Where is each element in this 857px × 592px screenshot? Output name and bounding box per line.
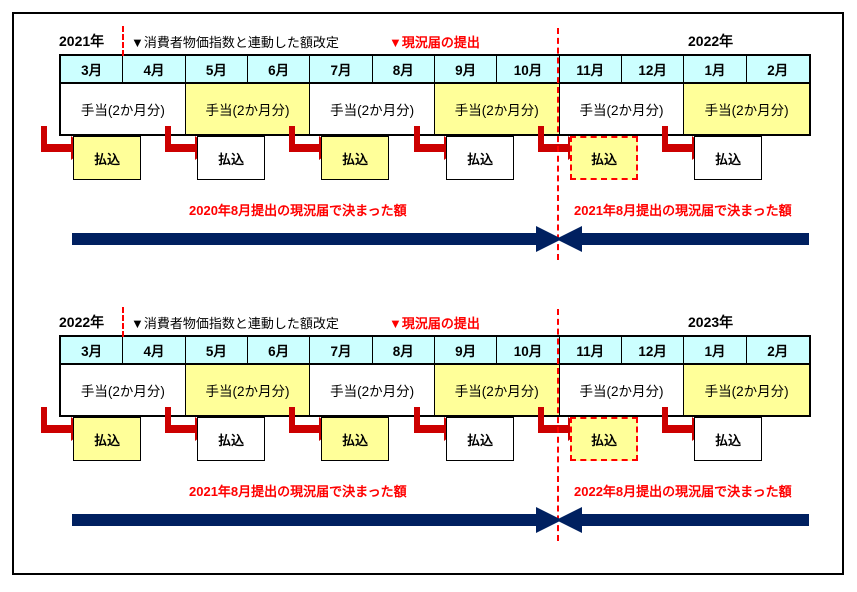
month-header-row: 3月 4月 5月 6月 7月 8月 9月 10月 11月 12月 1月 2月 bbox=[61, 56, 809, 84]
fiscal-year-divider-line bbox=[557, 309, 559, 541]
month-cell-3: 3月 bbox=[61, 56, 124, 84]
month-header-row: 3月 4月 5月 6月 7月 8月 9月 10月 11月 12月 1月 2月 bbox=[61, 337, 809, 365]
payment-row: 払込 払込 払込 払込 払込 払込 bbox=[41, 126, 807, 182]
cpi-revision-marker-line bbox=[122, 307, 124, 337]
month-cell-2: 2月 bbox=[746, 56, 809, 84]
cpi-revision-marker-line bbox=[122, 26, 124, 56]
cpi-revision-annotation: ▼消費者物価指数と連動した額改定 bbox=[131, 35, 339, 50]
month-cell-4: 4月 bbox=[123, 337, 186, 365]
allowance-row: 手当(2か月分) 手当(2か月分) 手当(2か月分) 手当(2か月分) 手当(2… bbox=[61, 365, 809, 415]
payment-box-highlighted: 払込 bbox=[570, 136, 638, 180]
allowance-cell: 手当(2か月分) bbox=[310, 84, 435, 134]
timeline-label-left: 2020年8月提出の現況届で決まった額 bbox=[189, 203, 407, 218]
year-label-right: 2022年 bbox=[688, 33, 734, 49]
payment-box: 払込 bbox=[694, 417, 762, 461]
allowance-cell: 手当(2か月分) bbox=[434, 84, 560, 134]
payment-box: 払込 bbox=[446, 136, 514, 180]
report-submission-annotation: ▼現況届の提出 bbox=[389, 35, 480, 50]
allowance-cell: 手当(2か月分) bbox=[185, 84, 311, 134]
year-label-right: 2023年 bbox=[688, 314, 734, 330]
timeline-label-right: 2022年8月提出の現況届で決まった額 bbox=[574, 484, 792, 499]
timeline-double-arrow-icon bbox=[72, 507, 809, 533]
payment-row: 払込 払込 払込 払込 払込 払込 bbox=[41, 407, 807, 463]
diagram-frame: 2021年 ▼消費者物価指数と連動した額改定 ▼現況届の提出 2022年 3月 … bbox=[12, 12, 844, 575]
month-cell-1: 1月 bbox=[684, 56, 747, 84]
allowance-cell: 手当(2か月分) bbox=[684, 84, 809, 134]
allowance-cell: 手当(2か月分) bbox=[310, 365, 435, 415]
allowance-cell: 手当(2か月分) bbox=[61, 365, 186, 415]
month-grid: 3月 4月 5月 6月 7月 8月 9月 10月 11月 12月 1月 2月 手… bbox=[59, 335, 811, 417]
month-grid: 3月 4月 5月 6月 7月 8月 9月 10月 11月 12月 1月 2月 手… bbox=[59, 54, 811, 136]
month-cell-5: 5月 bbox=[185, 337, 248, 365]
month-cell-8: 8月 bbox=[372, 56, 435, 84]
month-cell-10: 10月 bbox=[497, 56, 560, 84]
report-submission-annotation: ▼現況届の提出 bbox=[389, 316, 480, 331]
month-cell-8: 8月 bbox=[372, 337, 435, 365]
month-cell-7: 7月 bbox=[310, 56, 373, 84]
timeline-section-1: 2021年 ▼消費者物価指数と連動した額改定 ▼現況届の提出 2022年 3月 … bbox=[14, 26, 846, 283]
allowance-cell: 手当(2か月分) bbox=[185, 365, 311, 415]
payment-box-highlighted: 払込 bbox=[570, 417, 638, 461]
year-label-left: 2022年 bbox=[59, 314, 105, 330]
payment-box: 払込 bbox=[73, 136, 141, 180]
month-cell-5: 5月 bbox=[185, 56, 248, 84]
month-cell-10: 10月 bbox=[497, 337, 560, 365]
payment-box: 払込 bbox=[321, 417, 389, 461]
section-1-header: 2021年 ▼消費者物価指数と連動した額改定 ▼現況届の提出 2022年 bbox=[14, 28, 846, 54]
payment-box: 払込 bbox=[694, 136, 762, 180]
month-cell-7: 7月 bbox=[310, 337, 373, 365]
timeline-arrows: 2021年8月提出の現況届で決まった額 2022年8月提出の現況届で決まった額 bbox=[14, 481, 846, 541]
timeline-label-right: 2021年8月提出の現況届で決まった額 bbox=[574, 203, 792, 218]
section-2-header: 2022年 ▼消費者物価指数と連動した額改定 ▼現況届の提出 2023年 bbox=[14, 309, 846, 335]
timeline-section-2: 2022年 ▼消費者物価指数と連動した額改定 ▼現況届の提出 2023年 3月 … bbox=[14, 307, 846, 564]
month-cell-9: 9月 bbox=[434, 56, 498, 84]
timeline-arrows: 2020年8月提出の現況届で決まった額 2021年8月提出の現況届で決まった額 bbox=[14, 200, 846, 260]
payment-box: 払込 bbox=[73, 417, 141, 461]
payment-box: 払込 bbox=[446, 417, 514, 461]
year-label-left: 2021年 bbox=[59, 33, 105, 49]
month-cell-2: 2月 bbox=[746, 337, 809, 365]
timeline-double-arrow-icon bbox=[72, 226, 809, 252]
month-cell-12: 12月 bbox=[621, 337, 685, 365]
allowance-cell: 手当(2か月分) bbox=[61, 84, 186, 134]
payment-box: 払込 bbox=[321, 136, 389, 180]
month-cell-9: 9月 bbox=[434, 337, 498, 365]
month-cell-11: 11月 bbox=[559, 56, 622, 84]
month-cell-6: 6月 bbox=[247, 56, 311, 84]
allowance-cell: 手当(2か月分) bbox=[559, 365, 685, 415]
timeline-label-left: 2021年8月提出の現況届で決まった額 bbox=[189, 484, 407, 499]
payment-box: 払込 bbox=[197, 136, 265, 180]
month-cell-6: 6月 bbox=[247, 337, 311, 365]
cpi-revision-annotation: ▼消費者物価指数と連動した額改定 bbox=[131, 316, 339, 331]
allowance-cell: 手当(2か月分) bbox=[434, 365, 560, 415]
month-cell-12: 12月 bbox=[621, 56, 685, 84]
allowance-cell: 手当(2か月分) bbox=[684, 365, 809, 415]
allowance-cell: 手当(2か月分) bbox=[559, 84, 685, 134]
allowance-row: 手当(2か月分) 手当(2か月分) 手当(2か月分) 手当(2か月分) 手当(2… bbox=[61, 84, 809, 134]
payment-box: 払込 bbox=[197, 417, 265, 461]
fiscal-year-divider-line bbox=[557, 28, 559, 260]
month-cell-11: 11月 bbox=[559, 337, 622, 365]
month-cell-4: 4月 bbox=[123, 56, 186, 84]
month-cell-1: 1月 bbox=[684, 337, 747, 365]
month-cell-3: 3月 bbox=[61, 337, 124, 365]
